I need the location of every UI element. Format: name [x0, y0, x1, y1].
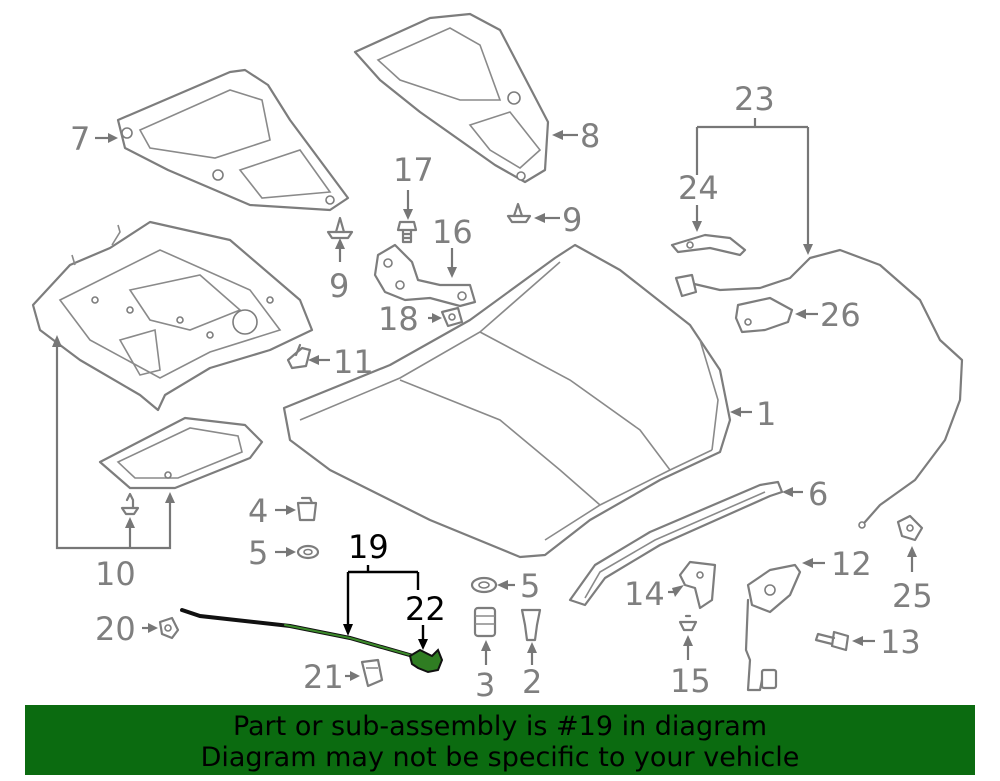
callout-16: 16 — [432, 213, 473, 251]
callout-20: 20 — [95, 610, 136, 648]
part-17-bolt[interactable] — [396, 220, 418, 244]
part-12-latch[interactable] — [744, 563, 802, 692]
callout-5-right: 5 — [520, 567, 540, 605]
callout-25: 25 — [892, 577, 933, 615]
callout-2: 2 — [522, 663, 542, 701]
part-24-handle[interactable] — [670, 233, 747, 257]
part-9-clip-left[interactable] — [326, 216, 354, 240]
part-14-bracket[interactable] — [678, 560, 717, 610]
part-10-under-cover[interactable] — [31, 220, 314, 412]
part-15-clip[interactable] — [678, 614, 698, 632]
part-8-insulator[interactable] — [353, 12, 550, 184]
banner-line-2: Diagram may not be specific to your vehi… — [200, 742, 800, 773]
part-1-hood[interactable] — [282, 243, 732, 559]
callout-23: 23 — [734, 80, 775, 118]
callout-14: 14 — [624, 575, 665, 613]
part-13-bolt[interactable] — [814, 630, 850, 652]
callout-9-right: 9 — [562, 201, 582, 239]
callout-4: 4 — [248, 492, 268, 530]
callout-13: 13 — [880, 623, 921, 661]
part-19-prop-rod[interactable] — [180, 608, 422, 660]
part-25-clip[interactable] — [896, 514, 924, 542]
callout-15: 15 — [670, 662, 711, 700]
part-23-release-cable[interactable] — [674, 248, 964, 529]
part-3-bumper[interactable] — [473, 606, 497, 638]
part-5-washer-left[interactable] — [296, 544, 320, 560]
callout-21: 21 — [303, 658, 344, 696]
callout-17: 17 — [393, 151, 434, 189]
part-4-bumper[interactable] — [296, 496, 318, 522]
part-18-nut[interactable] — [440, 306, 464, 328]
callout-10: 10 — [95, 555, 136, 593]
part-21-clip[interactable] — [360, 658, 384, 688]
callout-3: 3 — [475, 666, 495, 704]
callout-8: 8 — [580, 117, 600, 155]
part-10-clip[interactable] — [120, 492, 140, 516]
leader-lines — [52, 118, 917, 681]
part-16-hinge[interactable] — [373, 243, 477, 308]
leader-lines-highlight — [343, 565, 428, 650]
callout-7: 7 — [70, 120, 90, 158]
callout-6: 6 — [808, 475, 828, 513]
part-20-grommet[interactable] — [158, 616, 180, 640]
callout-12: 12 — [831, 545, 872, 583]
callout-26: 26 — [820, 296, 861, 334]
callout-22: 22 — [405, 590, 446, 628]
callout-5-left: 5 — [248, 534, 268, 572]
info-banner: Part or sub-assembly is #19 in diagram D… — [25, 705, 975, 775]
callout-1: 1 — [756, 395, 776, 433]
banner-line-1: Part or sub-assembly is #19 in diagram — [232, 711, 768, 742]
part-9-clip-right[interactable] — [506, 202, 532, 224]
callouts: 7 8 9 9 17 16 18 11 10 1 6 4 5 5 3 2 20 … — [70, 80, 933, 704]
callout-11: 11 — [333, 343, 374, 381]
part-7-insulator[interactable] — [116, 68, 350, 212]
part-26-bracket[interactable] — [734, 296, 794, 334]
part-5-washer-right[interactable] — [470, 576, 498, 594]
callout-9-left: 9 — [329, 267, 349, 305]
callout-24: 24 — [678, 169, 719, 207]
callout-18: 18 — [378, 300, 419, 338]
part-2-bumper[interactable] — [520, 608, 542, 642]
part-22-holder[interactable] — [408, 648, 444, 674]
callout-19: 19 — [348, 528, 389, 566]
part-10-lower-cover[interactable] — [98, 416, 264, 490]
part-11-clip[interactable] — [286, 343, 312, 370]
